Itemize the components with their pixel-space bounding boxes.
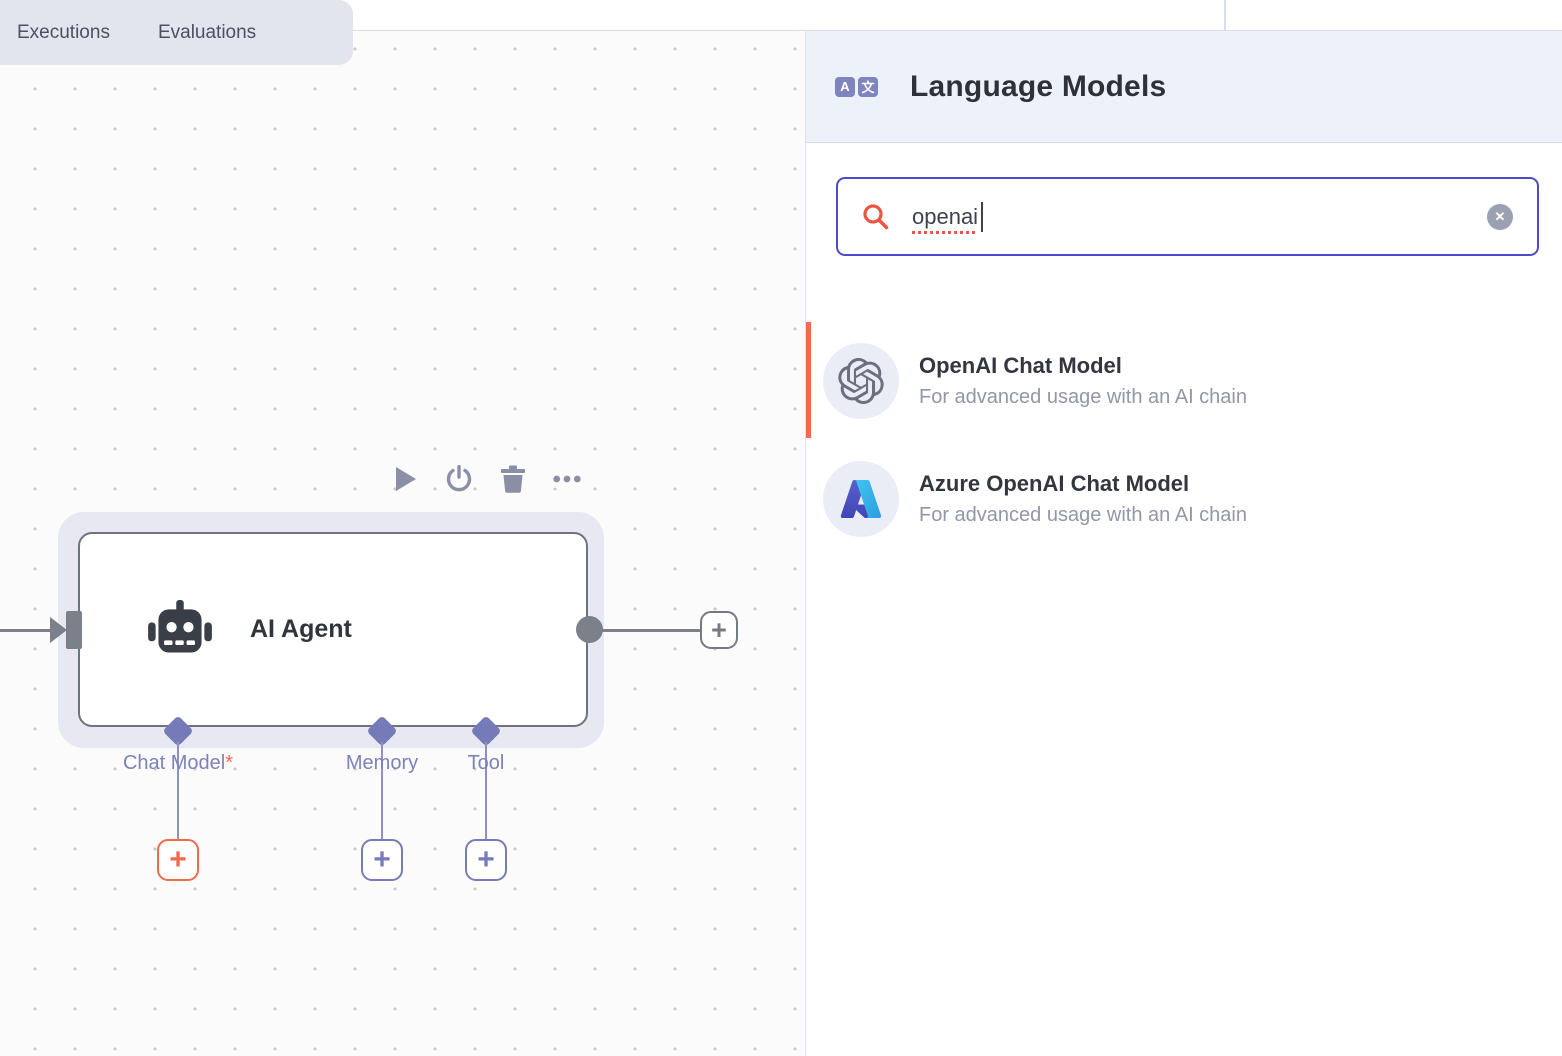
tool-label: Tool xyxy=(467,752,505,774)
ellipsis-icon xyxy=(553,475,581,483)
node-toolbar xyxy=(390,462,582,496)
plus-icon: + xyxy=(477,843,495,876)
more-options-button[interactable] xyxy=(552,462,582,496)
trash-icon xyxy=(501,465,525,493)
memory-stub-wire xyxy=(381,742,383,839)
robot-icon xyxy=(148,599,212,652)
item-description: For advanced usage with an AI chain xyxy=(919,504,1247,526)
add-node-button[interactable]: + xyxy=(700,611,738,649)
input-port[interactable] xyxy=(66,611,82,649)
close-icon: ✕ xyxy=(1494,208,1506,224)
panel-title: Language Models xyxy=(910,69,1167,103)
node-type-item-azure-openai[interactable]: Azure OpenAI Chat Model For advanced usa… xyxy=(806,440,1562,558)
deactivate-node-button[interactable] xyxy=(444,462,474,496)
workflow-canvas[interactable]: AI Agent + Chat Model* + Memory + xyxy=(0,0,805,1056)
chat-model-stub-wire xyxy=(177,742,179,839)
canvas-tab-bar: Executions Evaluations xyxy=(0,0,353,65)
active-accent-bar xyxy=(806,322,811,438)
clear-search-button[interactable]: ✕ xyxy=(1487,203,1513,230)
openai-logo-icon xyxy=(823,343,899,419)
play-node-button[interactable] xyxy=(390,462,420,496)
item-title: OpenAI Chat Model xyxy=(919,353,1122,378)
memory-label: Memory xyxy=(345,752,419,774)
tool-stub-wire xyxy=(485,742,487,839)
add-memory-button[interactable]: + xyxy=(361,839,403,881)
add-chat-model-button[interactable]: + xyxy=(157,839,199,881)
add-tool-button[interactable]: + xyxy=(465,839,507,881)
tab-executions[interactable]: Executions xyxy=(17,21,110,43)
search-icon xyxy=(863,204,889,230)
panel-header: A 文 Language Models xyxy=(806,31,1562,143)
chat-model-label: Chat Model* xyxy=(122,752,234,774)
item-title: Azure OpenAI Chat Model xyxy=(919,471,1190,496)
item-description: For advanced usage with an AI chain xyxy=(919,386,1247,408)
azure-logo-icon xyxy=(823,461,899,537)
input-arrowhead-icon xyxy=(50,617,67,643)
required-marker: * xyxy=(225,752,234,774)
text-caret xyxy=(981,201,983,232)
ai-agent-node[interactable]: AI Agent xyxy=(78,532,588,727)
node-title: AI Agent xyxy=(250,615,352,643)
plus-icon: + xyxy=(711,614,727,645)
tab-evaluations[interactable]: Evaluations xyxy=(157,21,257,43)
language-models-icon: A 文 xyxy=(835,76,878,97)
search-input[interactable]: openai ✕ xyxy=(836,177,1539,256)
node-type-item-openai[interactable]: OpenAI Chat Model For advanced usage wit… xyxy=(806,322,1562,440)
search-query-text: openai xyxy=(912,203,979,229)
play-icon xyxy=(396,467,416,491)
plus-icon: + xyxy=(169,843,187,876)
plus-icon: + xyxy=(373,843,391,876)
search-results-list: OpenAI Chat Model For advanced usage wit… xyxy=(806,322,1562,558)
top-bar-divider xyxy=(1224,0,1226,31)
delete-node-button[interactable] xyxy=(498,462,528,496)
output-connection-wire xyxy=(589,629,702,632)
power-icon xyxy=(446,465,472,492)
node-creator-panel: A 文 Language Models openai ✕ xyxy=(805,31,1562,1056)
input-connection-wire xyxy=(0,629,52,632)
